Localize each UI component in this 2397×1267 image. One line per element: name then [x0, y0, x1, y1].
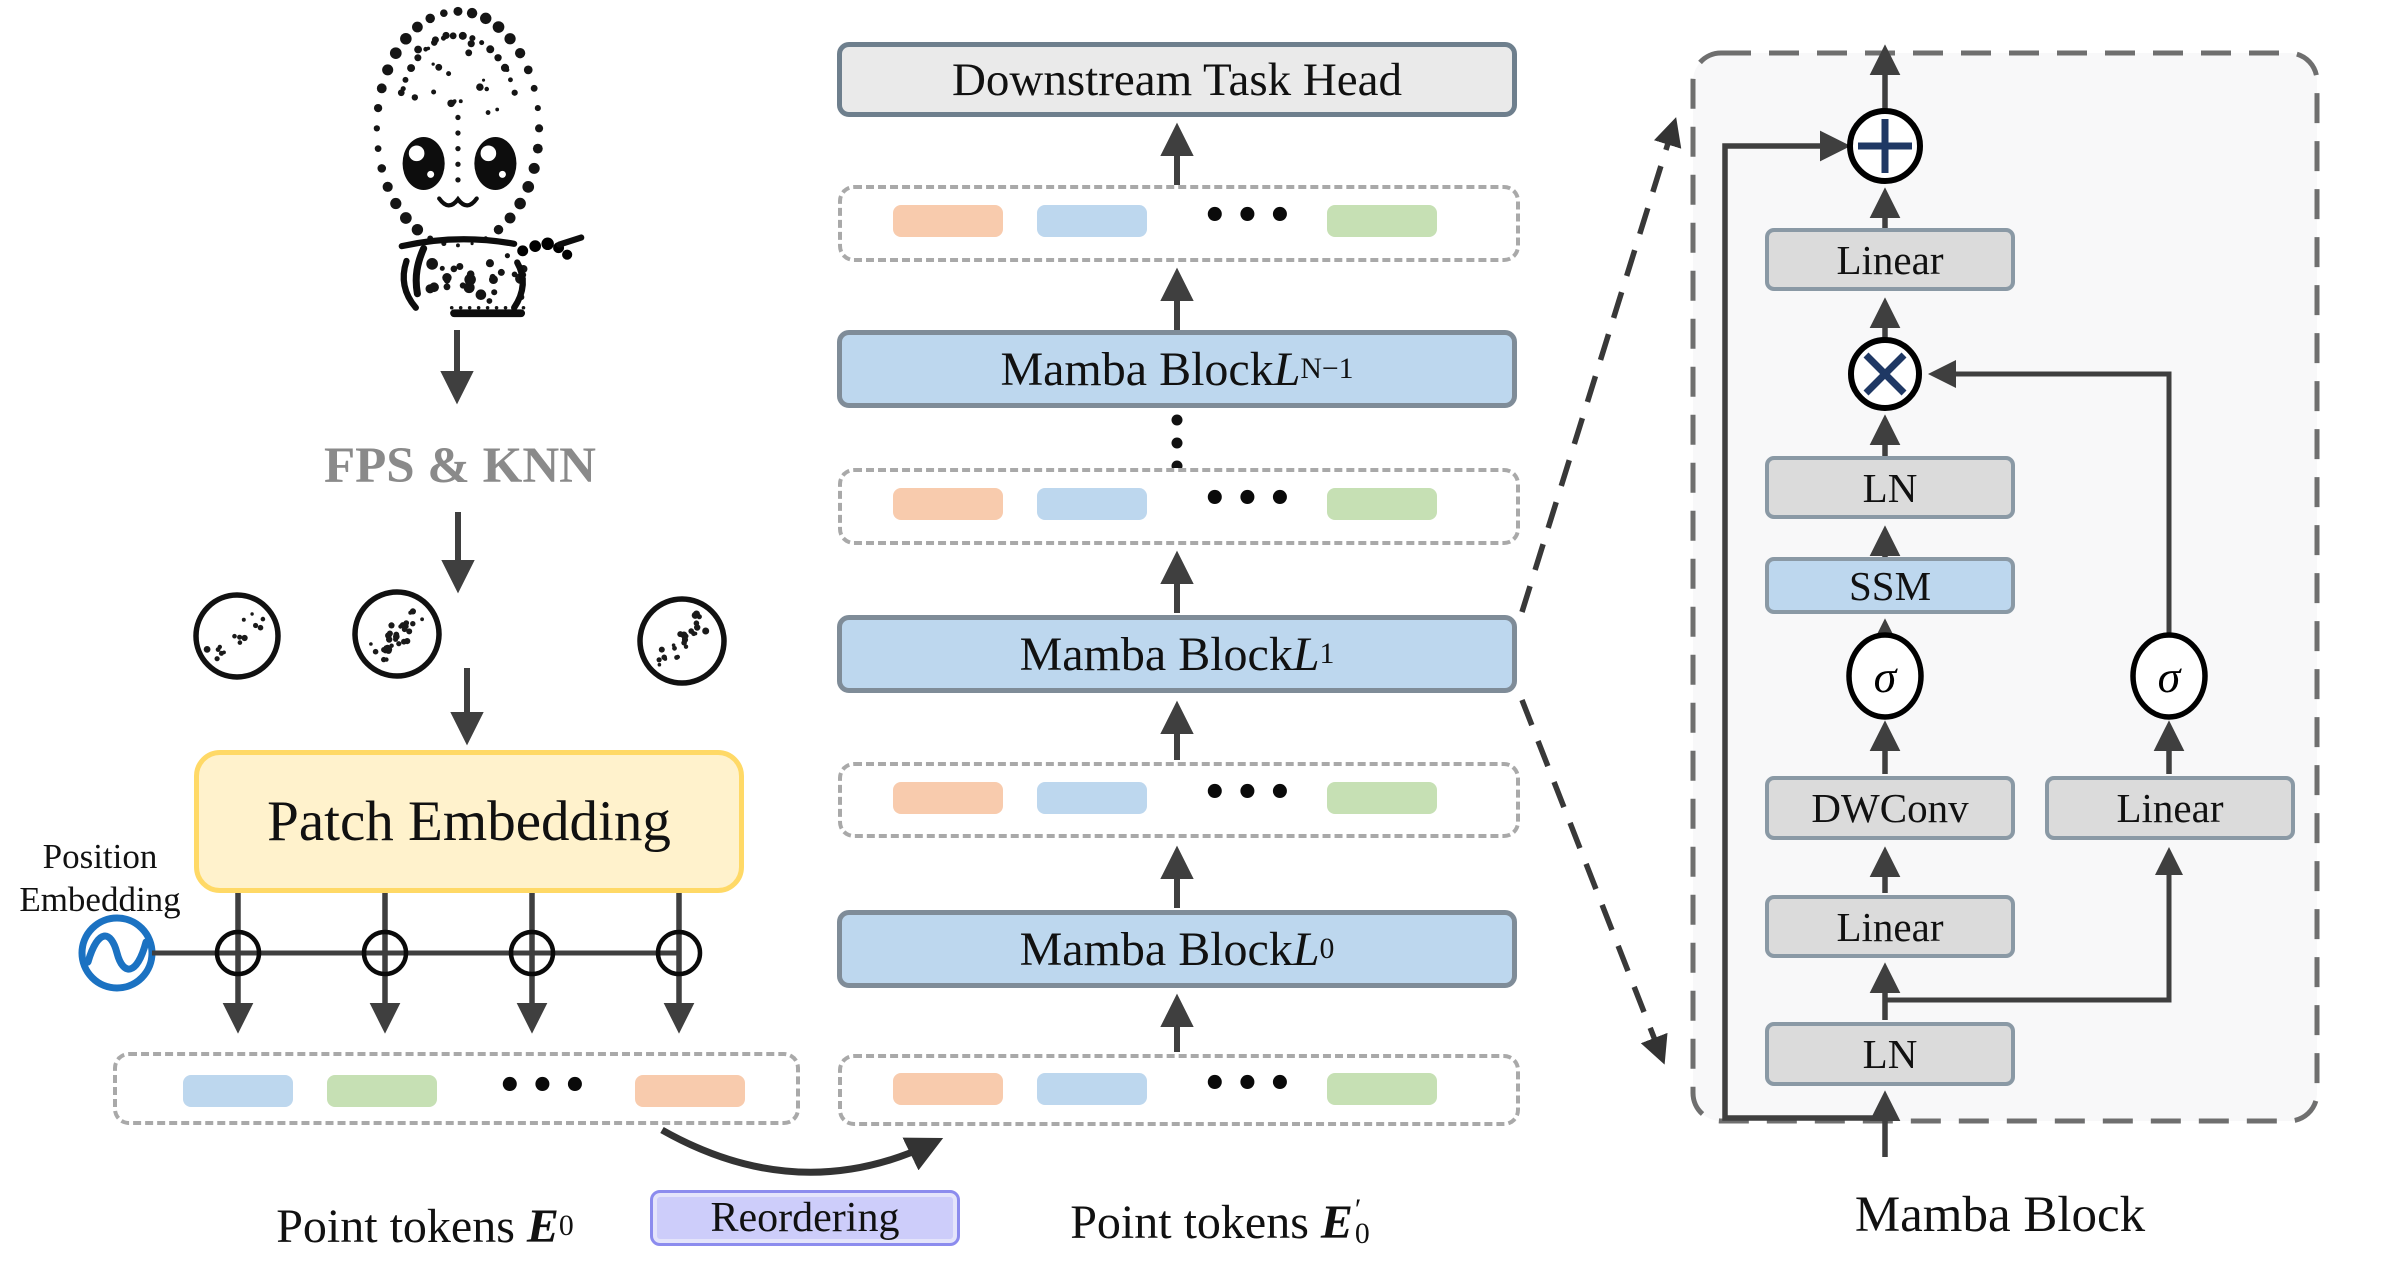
token-green — [1327, 782, 1437, 814]
detail-linear-mid-box: Linear — [1765, 895, 2015, 958]
patch-circles — [193, 589, 727, 686]
reordering-curved-arrow — [660, 1126, 944, 1176]
creature-base — [450, 309, 526, 318]
token-orange — [635, 1075, 745, 1107]
patch-embedding-label: Patch Embedding — [267, 790, 671, 853]
token-blue — [1037, 488, 1147, 520]
gate-branch-line — [1885, 847, 2183, 1003]
creature-left-eye — [402, 136, 445, 190]
tokens-ellipsis: ••• — [1202, 193, 1300, 239]
svg-text:σ: σ — [1874, 651, 1899, 702]
zoom-connector-bottom — [1519, 698, 1668, 1065]
sigma-activation-right-icon: σ — [2130, 632, 2208, 720]
gate-to-multiply-line — [1928, 360, 2172, 636]
fps-knn-label: FPS & KNN — [324, 438, 596, 494]
svg-text:σ: σ — [2158, 651, 2183, 702]
token-blue — [1037, 205, 1147, 237]
point-tokens-e0-prime-label: Point tokens E′0 — [1070, 1192, 1370, 1250]
mamba-block-detail-title: Mamba Block — [1854, 1187, 2146, 1243]
tokens-ellipsis: ••• — [1202, 1061, 1300, 1107]
token-green — [327, 1075, 437, 1107]
token-green — [1327, 1073, 1437, 1105]
creature-pointing-arm — [517, 234, 585, 260]
token-blue — [183, 1075, 293, 1107]
tokens-ellipsis: ••• — [1202, 476, 1300, 522]
tokens-ellipsis: ••• — [1202, 770, 1300, 816]
downstream-task-head-box: Downstream Task Head — [837, 42, 1517, 117]
patch-circle-points — [203, 608, 710, 667]
token-orange — [893, 782, 1003, 814]
embedding-add-arrows — [222, 893, 695, 1034]
sine-position-embedding-icon — [78, 914, 156, 992]
token-green — [1327, 205, 1437, 237]
reordering-label: Reordering — [710, 1195, 900, 1241]
plus-icon — [508, 929, 556, 977]
plus-icon — [655, 929, 703, 977]
residual-skip-connection — [1722, 130, 1885, 1121]
tokens-ellipsis: ••• — [497, 1063, 595, 1109]
token-green — [1327, 488, 1437, 520]
plus-icon — [214, 929, 262, 977]
reordering-box: Reordering — [650, 1190, 960, 1246]
creature-left-arm — [412, 244, 428, 298]
creature-mouth — [437, 195, 479, 208]
token-orange — [893, 488, 1003, 520]
token-blue — [1037, 782, 1147, 814]
token-orange — [893, 1073, 1003, 1105]
point-cloud-creature — [373, 6, 585, 318]
detail-dwconv-box: DWConv — [1765, 776, 2015, 840]
patch-embedding-box: Patch Embedding — [194, 750, 744, 893]
multiply-operator-icon — [1848, 337, 1922, 411]
plus-circle-icons — [214, 929, 703, 977]
plus-icon — [361, 929, 409, 977]
patch-circle-1 — [193, 592, 281, 680]
add-operator-icon — [1847, 108, 1923, 184]
detail-linear-top-box: Linear — [1765, 228, 2015, 291]
detail-ln-bottom-box: LN — [1765, 1022, 2015, 1086]
vertical-ellipsis — [1171, 414, 1183, 472]
detail-linear-right-box: Linear — [2045, 776, 2295, 840]
zoom-connector-top — [1519, 117, 1682, 613]
token-orange — [893, 205, 1003, 237]
creature-right-eye — [474, 136, 517, 190]
creature-shoulder-line — [398, 236, 518, 250]
detail-ln-top-box: LN — [1765, 456, 2015, 519]
token-blue — [1037, 1073, 1147, 1105]
detail-ssm-box: SSM — [1765, 557, 2015, 614]
sigma-activation-left-icon: σ — [1846, 632, 1924, 720]
downstream-task-head-label: Downstream Task Head — [951, 53, 1403, 106]
position-embedding-label: Position Embedding — [19, 837, 181, 919]
detail-arrows — [1869, 44, 2185, 1020]
